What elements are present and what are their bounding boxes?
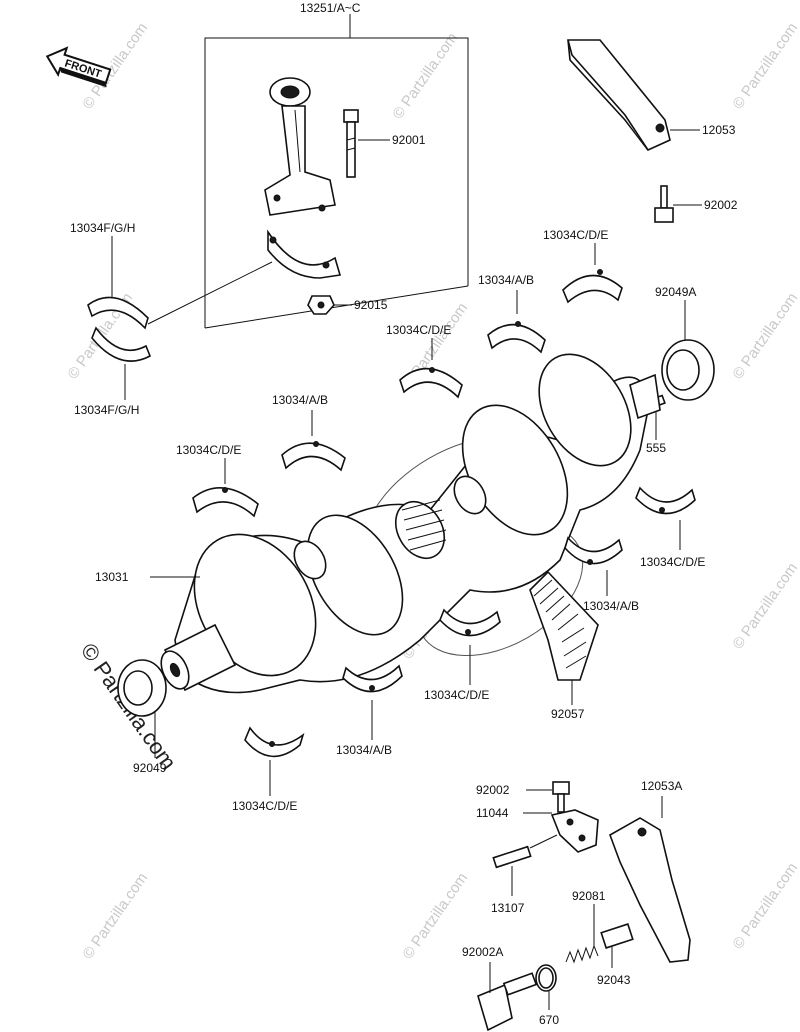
upper-bracket: 12053 — [567, 39, 736, 151]
label-pin-92043: 92043 — [597, 973, 631, 987]
rod-nut: 92015 — [307, 295, 388, 315]
plunger-bolt: 92002A — [462, 945, 538, 1032]
o-ring: 670 — [535, 964, 559, 1027]
label-oil-seal-left: 92049 — [133, 761, 167, 775]
label-conn-rod-assy: 13251/A~C — [300, 1, 361, 15]
label-spring: 92081 — [572, 889, 606, 903]
watermark-text: © Partzilla.com — [389, 30, 461, 123]
label-plunger-bolt: 92002A — [462, 945, 503, 959]
label-rod-bearing-lower: 13034F/G/H — [74, 403, 139, 417]
watermark-text: © Partzilla.com — [399, 870, 471, 963]
conn-rod-box: 13251/A~C — [204, 1, 469, 329]
connecting-rod — [264, 77, 336, 216]
label-oil-seal-right: 92049A — [655, 285, 696, 299]
watermark-layer: © Partzilla.com © Partzilla.com © Partzi… — [64, 20, 800, 963]
main-bearing-1: 13034C/D/E — [543, 228, 623, 304]
label-main-bearing-8: 13034C/D/E — [424, 688, 489, 702]
label-main-bearing-2: 13034/A/B — [478, 273, 534, 287]
label-rod-bolt: 92001 — [392, 133, 426, 147]
label-main-bearing-4: 13034/A/B — [272, 393, 328, 407]
main-bearing-5: 13034C/D/E — [176, 443, 259, 518]
rod-bolt: 92001 — [343, 109, 426, 178]
main-bearing-8: 13034C/D/E — [424, 608, 501, 702]
label-lower-bolt: 92002 — [476, 783, 510, 797]
label-main-bearing-9: 13034/A/B — [336, 743, 392, 757]
label-upper-bracket: 12053 — [702, 123, 736, 137]
label-pin-555: 555 — [646, 441, 666, 455]
spring: 92081 — [565, 889, 606, 964]
oil-seal-right: 92049A — [655, 285, 715, 401]
main-bearing-4: 13034/A/B — [272, 393, 346, 472]
cam-chain: 92057 — [529, 570, 599, 721]
label-rod-bearing-upper: 13034F/G/H — [70, 221, 135, 235]
watermark-text: © Partzilla.com — [79, 870, 151, 963]
pin-13107: 13107 — [491, 834, 558, 915]
holder: 11044 — [476, 806, 599, 853]
lower-bracket: 12053A — [609, 779, 691, 963]
pin-92043: 92043 — [597, 923, 634, 987]
rod-bearing-lower: 13034F/G/H — [74, 326, 152, 417]
label-main-bearing-3: 13034C/D/E — [386, 323, 451, 337]
label-crankshaft: 13031 — [95, 570, 129, 584]
label-rod-nut: 92015 — [354, 298, 388, 312]
label-pin-13107: 13107 — [491, 901, 525, 915]
label-main-bearing-1: 13034C/D/E — [543, 228, 608, 242]
main-bearing-10: 13034C/D/E — [232, 726, 305, 813]
main-bearing-7: 13034/A/B — [564, 536, 639, 613]
lower-bolt: 92002 — [476, 781, 570, 813]
crankshaft: 13031 — [95, 353, 661, 694]
main-bearing-9: 13034/A/B — [336, 664, 403, 757]
main-bearing-2: 13034/A/B — [478, 273, 546, 354]
label-main-bearing-6: 13034C/D/E — [640, 555, 705, 569]
main-bearing-3: 13034C/D/E — [386, 323, 463, 399]
label-holder: 11044 — [476, 806, 509, 820]
front-arrow: FRONT — [45, 46, 112, 88]
watermark-text: © Partzilla.com — [729, 860, 800, 953]
oil-seal-left: 92049 — [117, 659, 167, 775]
rod-cap — [267, 229, 342, 279]
watermark-text: © Partzilla.com — [729, 20, 800, 113]
label-lower-bracket: 12053A — [641, 779, 682, 793]
watermark-text: © Partzilla.com — [729, 560, 800, 653]
label-main-bearing-5: 13034C/D/E — [176, 443, 241, 457]
label-main-bearing-10: 13034C/D/E — [232, 799, 297, 813]
label-cam-chain: 92057 — [551, 707, 585, 721]
watermark-text: © Partzilla.com — [729, 290, 800, 383]
label-o-ring: 670 — [539, 1013, 559, 1027]
label-upper-bolt: 92002 — [704, 198, 738, 212]
rod-bearing-upper: 13034F/G/H — [70, 221, 273, 330]
upper-bolt: 92002 — [654, 185, 738, 223]
main-bearing-6: 13034C/D/E — [635, 486, 705, 569]
label-main-bearing-7: 13034/A/B — [583, 599, 639, 613]
